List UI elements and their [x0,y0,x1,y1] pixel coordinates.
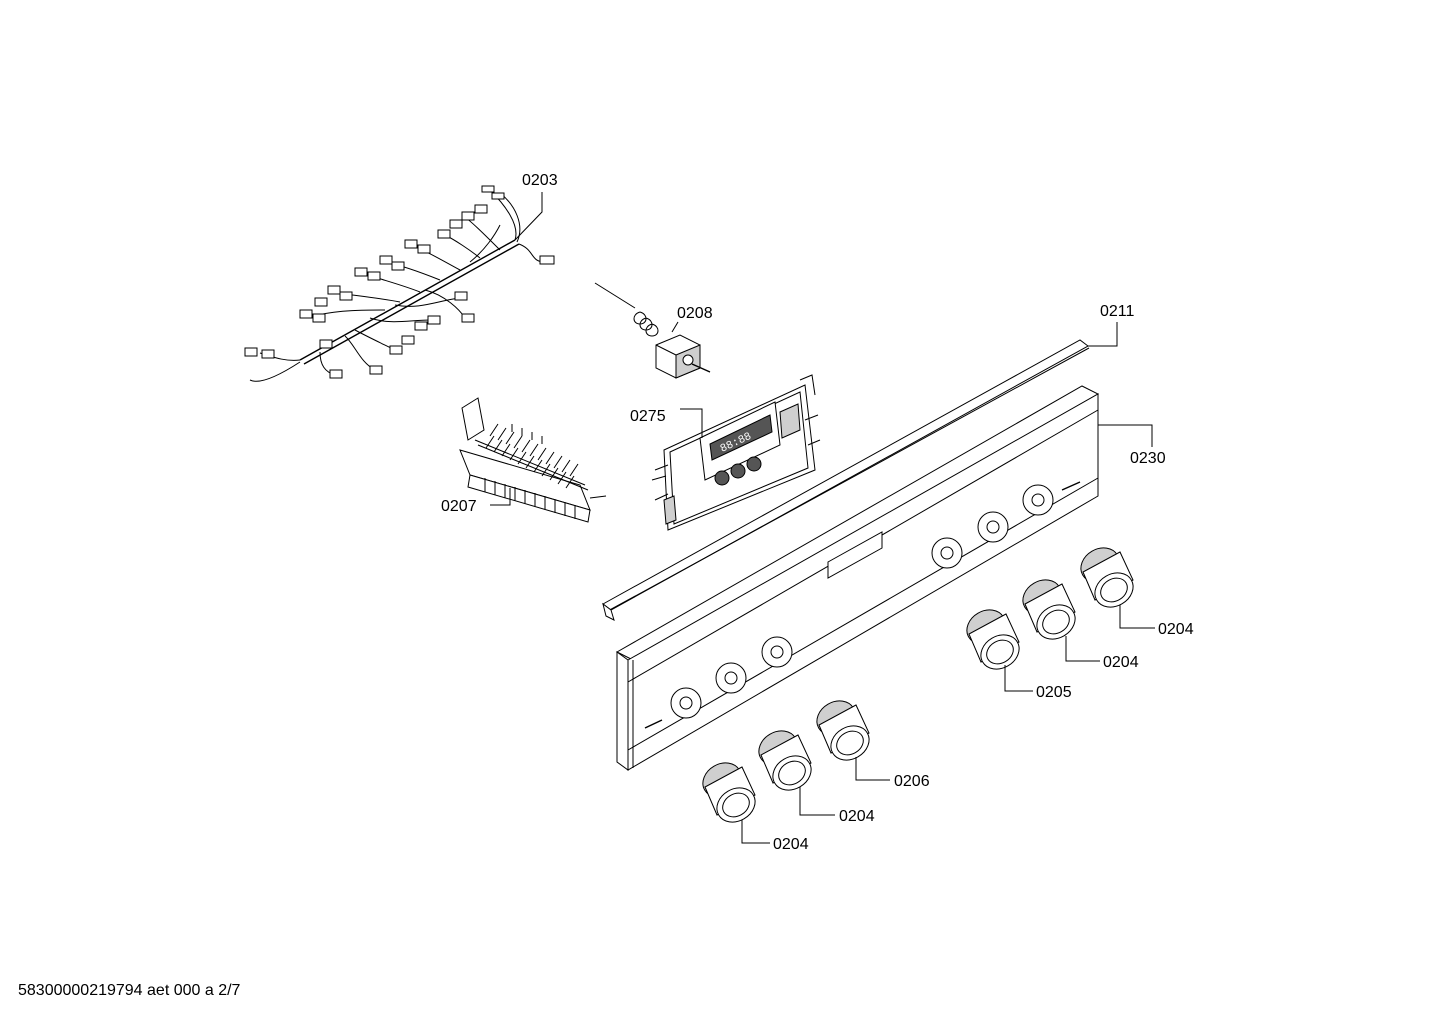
knob-right-top [1080,547,1134,608]
knob-left-mid [758,730,812,791]
knob-right-mid [1022,579,1076,640]
label-0208: 0208 [677,305,713,322]
knob-right-low [966,609,1020,670]
label-0230: 0230 [1130,450,1166,467]
label-knob-right-top: 0204 [1158,621,1194,638]
terminal-block [459,397,607,523]
label-knob-right-mid: 0204 [1103,654,1139,671]
label-0205: 0205 [1036,684,1072,701]
label-0207: 0207 [441,498,477,515]
knob-left-low [702,762,756,823]
label-knob-left-mid: 0204 [839,808,875,825]
thermostat [594,282,711,379]
document-id: 58300000219794 aet 000 a 2/7 [18,982,241,999]
label-knob-left-low: 0204 [773,836,809,853]
leader-lines [490,192,1155,844]
control-panel [615,385,1100,771]
label-0203: 0203 [522,172,558,189]
label-0211: 0211 [1100,303,1135,320]
label-0275: 0275 [630,408,666,425]
label-0206: 0206 [894,773,930,790]
part-labels: 0203 0208 0211 0275 0230 0207 0204 0204 … [441,172,1194,853]
control-module: 88:88 [651,374,821,531]
knob-left-top [816,700,870,761]
wiring-harness [244,185,555,382]
